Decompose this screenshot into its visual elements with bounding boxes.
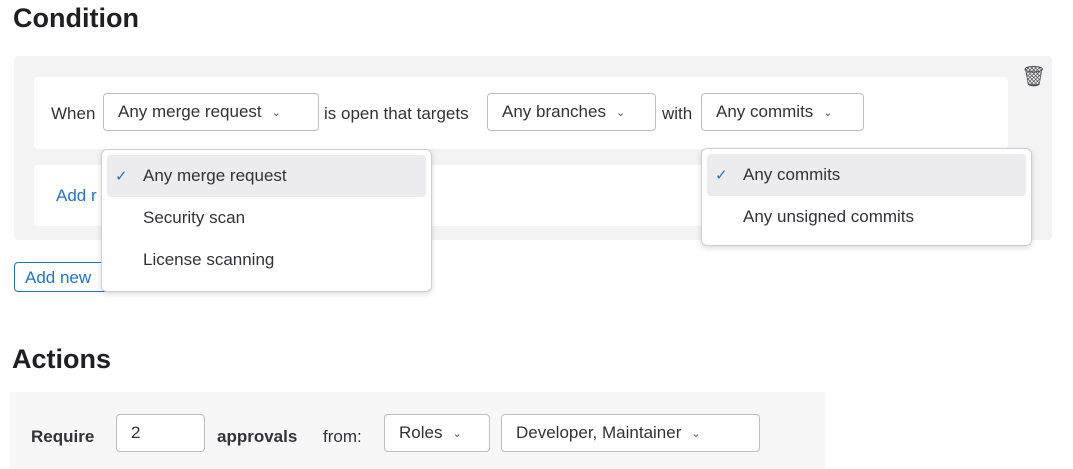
actions-title: Actions [12, 344, 112, 374]
with-label: with [662, 104, 693, 123]
add-new-button[interactable]: Add new [14, 262, 114, 292]
add-new-label: Add new [25, 268, 92, 287]
chevron-down-icon: ⌄ [452, 427, 462, 440]
chevron-down-icon: ⌄ [615, 106, 626, 119]
approvals-input[interactable]: 2 [116, 414, 205, 452]
condition-title: Condition [13, 3, 139, 33]
chevron-down-icon: ⌄ [823, 106, 833, 119]
branches-select-value: Any branches [502, 102, 606, 121]
chevron-down-icon: ⌄ [271, 106, 281, 119]
merge-request-menu: ✓ Any merge request Security scan License… [101, 149, 432, 292]
menu-item[interactable]: ✓ Any commits [707, 154, 1026, 196]
roles-value: Developer, Maintainer [516, 423, 682, 442]
approver-type-select[interactable]: Roles ⌄ [384, 414, 490, 452]
trash-icon[interactable]: 🗑 [1021, 66, 1047, 88]
commits-select-value: Any commits [716, 102, 814, 121]
menu-item-label: Any commits [743, 165, 841, 184]
approvals-value: 2 [131, 423, 141, 442]
roles-select[interactable]: Developer, Maintainer ⌄ [501, 414, 760, 452]
approvals-label: approvals [217, 427, 298, 446]
merge-request-select[interactable]: Any merge request ⌄ [103, 93, 319, 131]
menu-item[interactable]: Any unsigned commits [707, 196, 1026, 238]
merge-request-select-value: Any merge request [118, 102, 262, 121]
menu-item[interactable]: ✓ Any merge request [107, 155, 426, 197]
menu-item-label: Any unsigned commits [743, 207, 915, 226]
commits-menu: ✓ Any commits Any unsigned commits [701, 148, 1032, 246]
open-targets-label: is open that targets [324, 104, 469, 123]
menu-item[interactable]: Security scan [107, 197, 426, 239]
when-label: When [51, 104, 96, 123]
menu-item[interactable]: License scanning [107, 239, 426, 281]
menu-item-label: Any merge request [143, 166, 287, 185]
menu-item-label: Security scan [143, 208, 246, 227]
require-label: Require [31, 427, 95, 446]
branches-select[interactable]: Any branches ⌄ [487, 93, 656, 131]
check-icon: ✓ [715, 167, 728, 184]
approver-type-value: Roles [399, 423, 443, 442]
add-rule-link[interactable]: Add r [56, 186, 97, 205]
menu-item-label: License scanning [143, 250, 275, 269]
commits-select[interactable]: Any commits ⌄ [701, 93, 864, 131]
check-icon: ✓ [115, 168, 128, 185]
chevron-down-icon: ⌄ [691, 427, 701, 440]
from-label: from: [323, 427, 362, 446]
